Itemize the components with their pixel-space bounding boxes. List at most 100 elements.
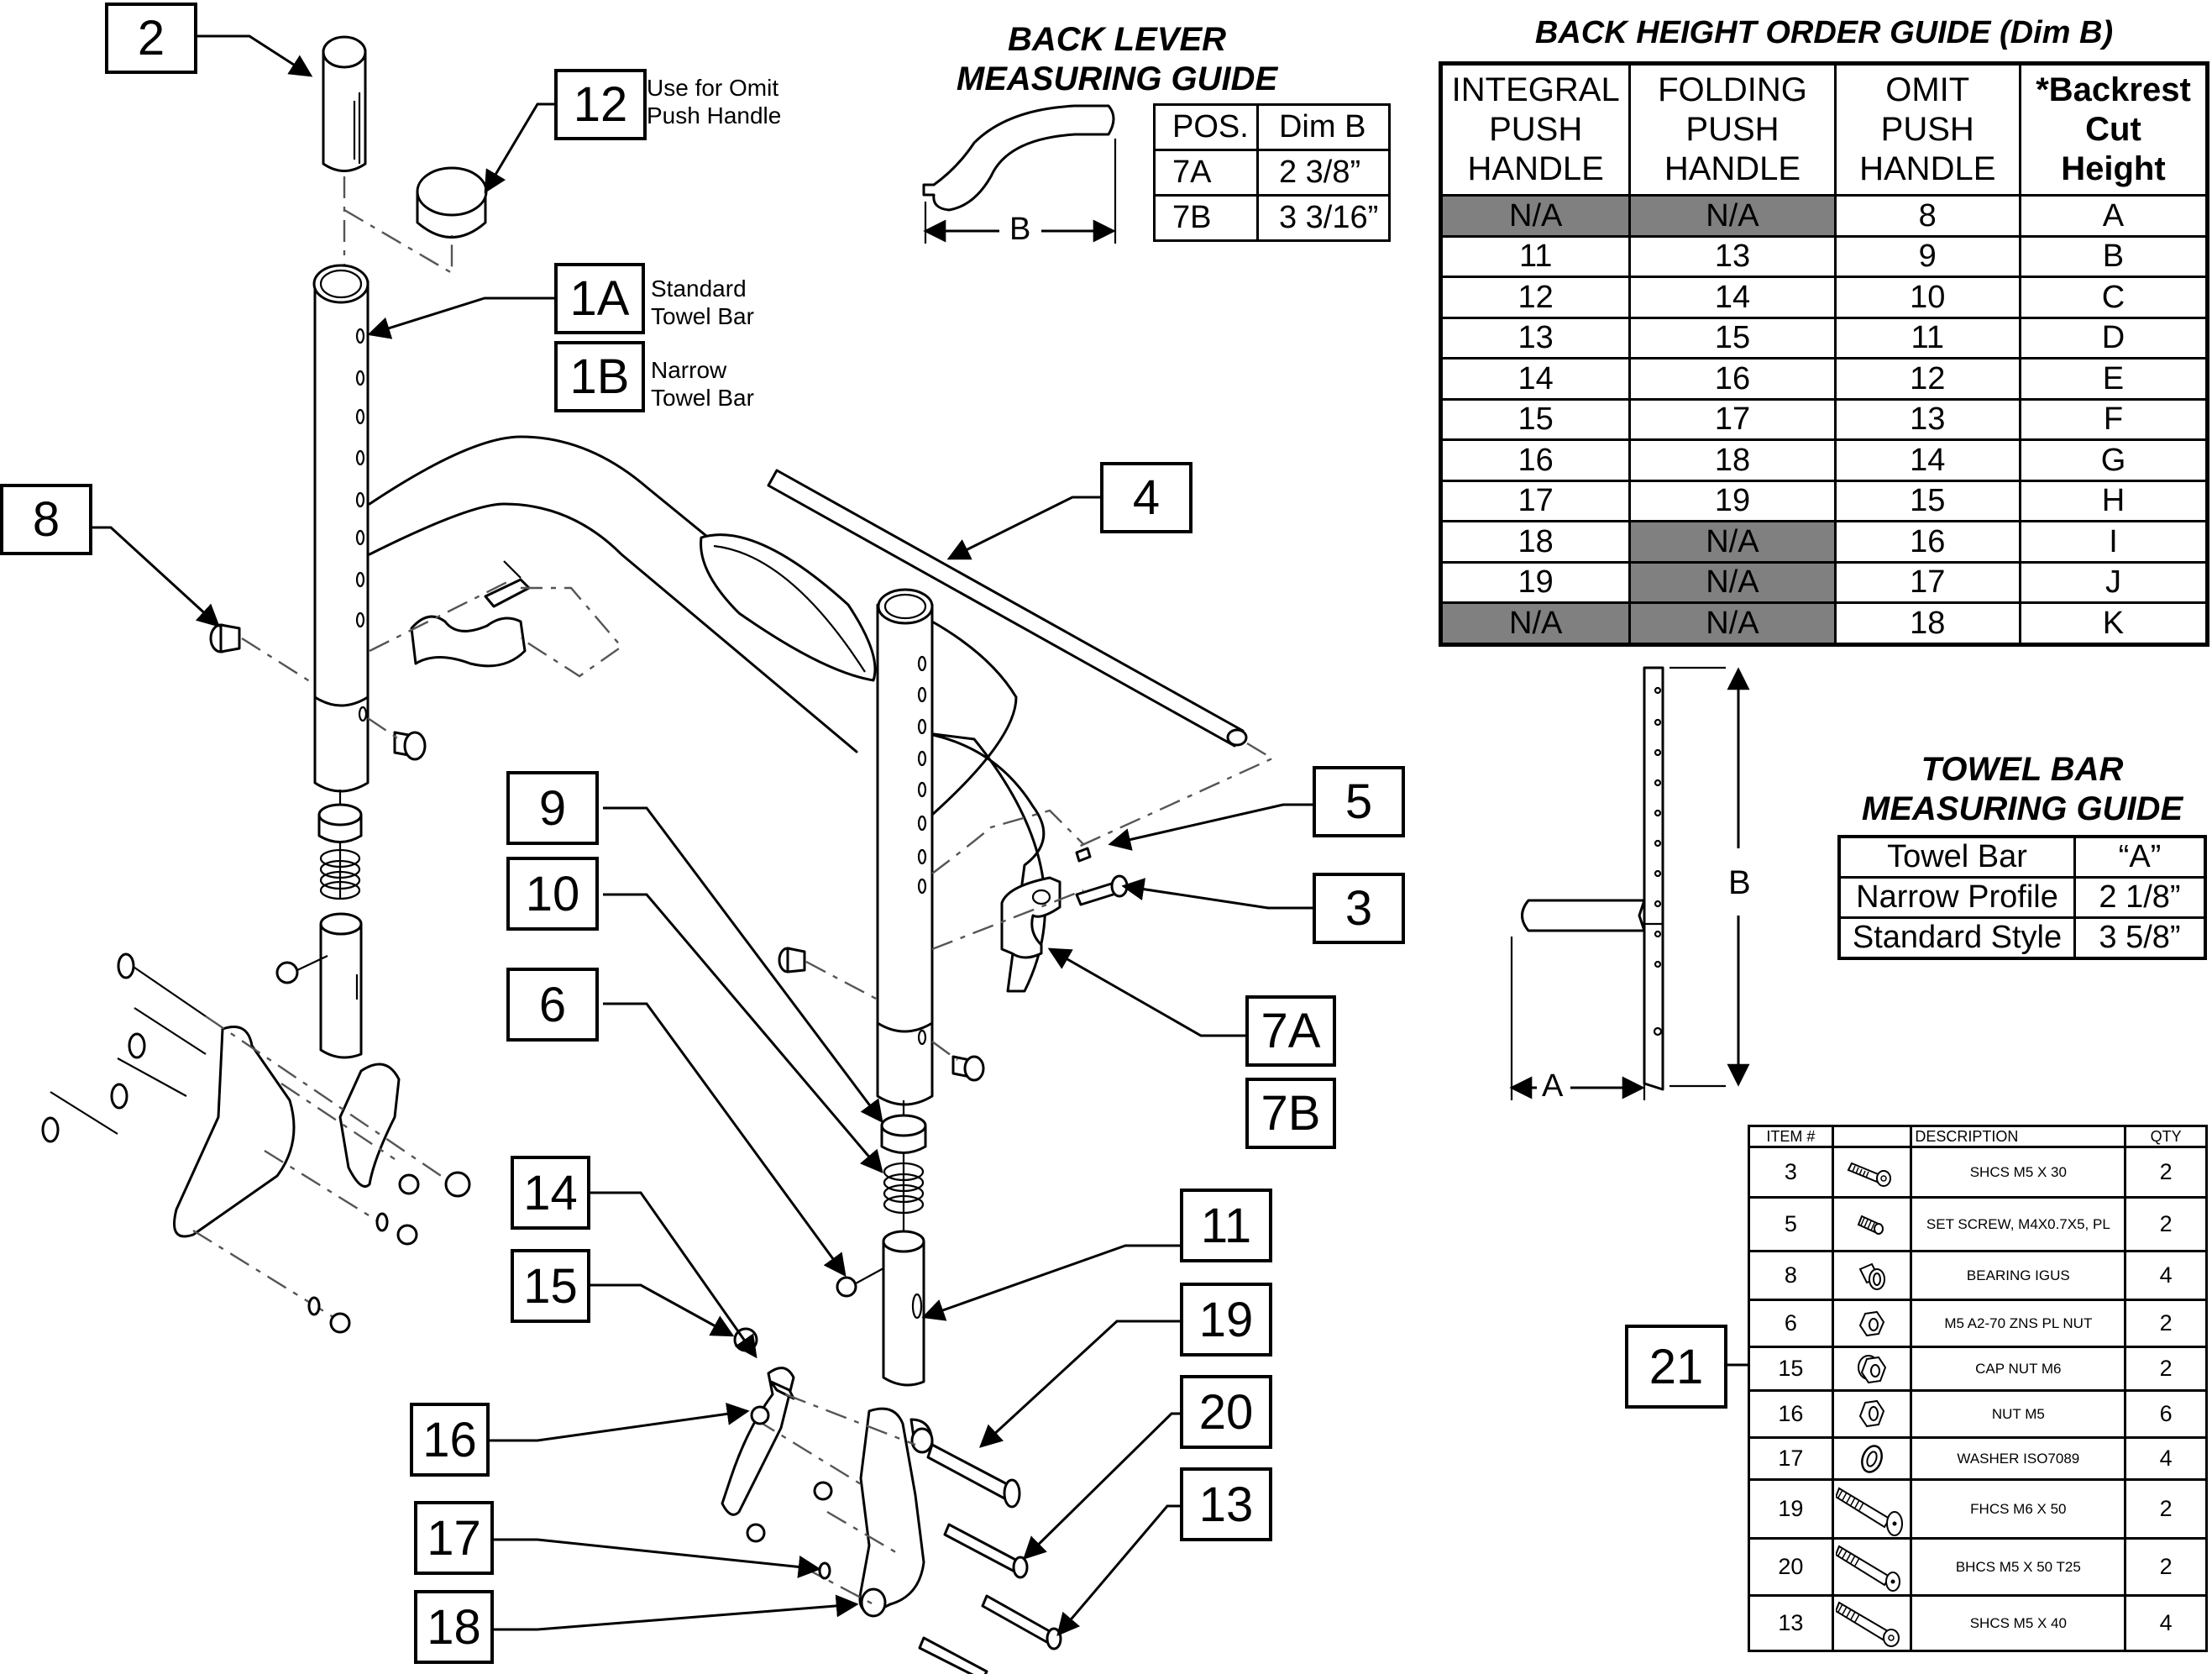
bearing-icon [1834, 1261, 1911, 1291]
cell-integral: 12 [1439, 276, 1632, 319]
cell-item-number: 5 [1748, 1196, 1834, 1252]
cell-folding: N/A [1628, 560, 1837, 604]
cell-folding: 16 [1628, 357, 1837, 401]
cell-cut-height: G [2018, 438, 2209, 482]
cell-icon [1831, 1594, 1913, 1652]
cell-item-number: 6 [1748, 1299, 1834, 1348]
cell-pos: 7B [1153, 194, 1259, 242]
screw-3 [1075, 874, 1129, 906]
plunger-cap-left [317, 803, 363, 843]
back-lever-table: POS. Dim B 7A 2 3/8” 7B 3 3/16” [1153, 103, 1392, 242]
callout-item-17: 17 [414, 1501, 494, 1575]
bracket-assembly-left [41, 952, 471, 1334]
table-row: 7A 2 3/8” [1153, 149, 1392, 197]
cell-qty: 2 [2124, 1537, 2208, 1597]
callout-label: 18 [427, 1599, 481, 1655]
callout-label: 12 [573, 77, 628, 132]
lever-clamp-right [931, 809, 1084, 959]
towel-bar-title-line1: TOWEL BAR [1921, 751, 2124, 788]
nut-16 [750, 1405, 770, 1425]
screw-19 [926, 1443, 1021, 1509]
table-header-row: Towel Bar “A” [1837, 835, 2207, 879]
flat-head-screw-icon [1834, 1482, 1911, 1537]
lock-tube-left [319, 912, 363, 1059]
cell-description: SHCS M5 X 40 [1910, 1594, 2127, 1652]
callout-item-11: 11 [1180, 1189, 1272, 1262]
cell-icon [1831, 1478, 1913, 1540]
towel-bar-profile [1509, 666, 1750, 1100]
callout-item-16: 16 [410, 1403, 490, 1477]
cell-icon [1831, 1250, 1913, 1301]
cell-integral: 16 [1439, 438, 1632, 482]
callout-label: 10 [525, 866, 580, 921]
nut-left-1 [398, 1173, 420, 1195]
cell-icon [1831, 1196, 1913, 1252]
callout-label: 19 [1198, 1292, 1254, 1347]
callout-label: 3 [1344, 881, 1373, 936]
bearing-left-lower [393, 731, 427, 761]
table-row: 7B 3 3/16” [1153, 194, 1392, 242]
cell-item-number: 17 [1748, 1436, 1834, 1481]
callout-label: 4 [1132, 470, 1161, 525]
cell-omit: 17 [1833, 560, 2021, 604]
screw-13-b [918, 1636, 988, 1674]
cell-type: Standard Style [1837, 916, 2076, 960]
callout-note-1b: Narrow Towel Bar [651, 357, 754, 411]
right-towel-bar [876, 588, 1018, 1106]
callout-item-7a: 7A [1245, 995, 1336, 1067]
towel-bar-guide-title: TOWEL BAR MEASURING GUIDE [1837, 750, 2207, 829]
lock-tube-right [882, 1230, 925, 1387]
cell-dim: 2 3/8” [1255, 149, 1392, 197]
callout-label: 13 [1198, 1477, 1254, 1532]
back-lever-guide-title: BACK LEVER MEASURING GUIDE [949, 20, 1285, 99]
cell-integral: 17 [1439, 479, 1632, 522]
cell-description: FHCS M6 X 50 [1910, 1478, 2127, 1540]
header-a: “A” [2073, 835, 2207, 879]
cell-description: BHCS M5 X 50 T25 [1910, 1537, 2127, 1597]
cell-icon [1831, 1146, 1913, 1199]
cell-folding: 14 [1628, 276, 1837, 319]
nut-extra-2 [746, 1523, 766, 1543]
callout-item-4: 4 [1100, 462, 1192, 533]
table-header-row: ITEM # DESCRIPTION QTY [1748, 1125, 2208, 1148]
header-icon [1831, 1125, 1913, 1148]
set-screw-icon [1834, 1211, 1911, 1238]
cell-cut-height: F [2018, 397, 2209, 441]
nut-6 [836, 1267, 884, 1298]
header-description: DESCRIPTION [1910, 1125, 2127, 1148]
cell-cut-height: K [2018, 601, 2209, 646]
callout-label: 21 [1649, 1339, 1704, 1394]
cell-folding: 15 [1628, 316, 1837, 359]
back-lever-profile [922, 104, 1117, 244]
cell-cut-height: E [2018, 357, 2209, 401]
button-head-screw-icon [1834, 1541, 1911, 1593]
cell-a: 3 5/8” [2073, 916, 2207, 960]
callout-item-8: 8 [0, 484, 92, 555]
spring-right [883, 1162, 925, 1215]
cell-description: NUT M5 [1910, 1389, 2127, 1439]
cell-icon [1831, 1537, 1913, 1597]
towel-bar-dimension-b: B [1727, 861, 1753, 905]
cap-nut-left [444, 1171, 471, 1198]
callout-label: 1B [569, 349, 630, 404]
cell-omit: 9 [1833, 234, 2021, 278]
callout-label: 15 [523, 1258, 578, 1314]
cell-item-number: 15 [1748, 1346, 1834, 1392]
cell-integral: 11 [1439, 234, 1632, 278]
nut-extra-1 [813, 1481, 833, 1501]
cell-omit: 11 [1833, 316, 2021, 359]
